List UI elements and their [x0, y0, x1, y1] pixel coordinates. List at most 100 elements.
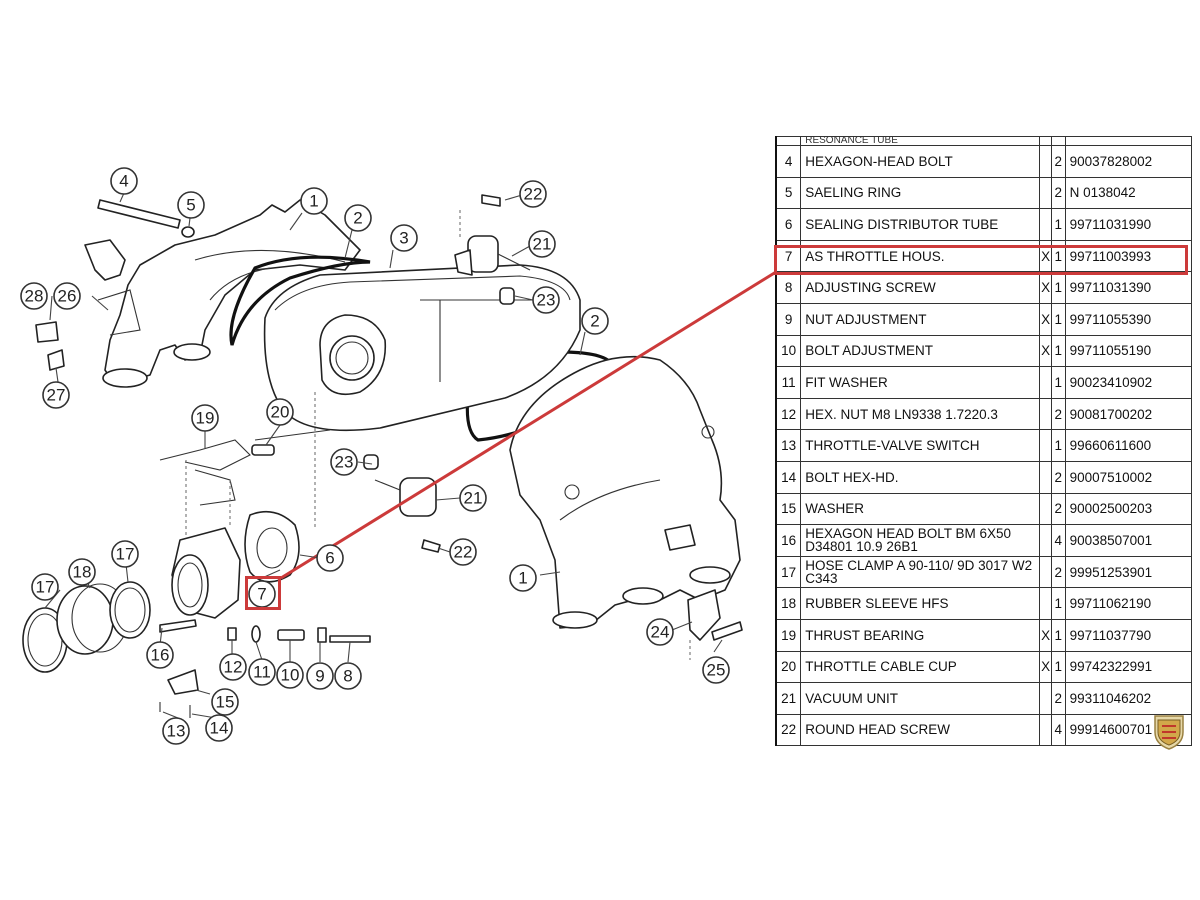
row-quantity: 4: [1050, 524, 1066, 557]
bolt-25: [711, 621, 743, 641]
callout-5: 5: [177, 191, 205, 219]
row-x-marker: [1039, 366, 1052, 399]
row-description: HEXAGON HEAD BOLT BM 6X50 D34801 10.9 26…: [800, 524, 1041, 557]
row-x-marker: [1039, 587, 1052, 620]
svg-text:27: 27: [47, 386, 66, 405]
callout-27: 27: [42, 381, 70, 409]
row-quantity: 1: [1050, 208, 1066, 241]
callout-26: 26: [53, 282, 81, 310]
svg-text:17: 17: [36, 578, 55, 597]
row-quantity: 1: [1050, 587, 1066, 620]
row-description: THROTTLE-VALVE SWITCH: [800, 429, 1041, 462]
row-part-number: 99660611600: [1064, 429, 1192, 462]
row-position: 9: [775, 302, 802, 336]
row-x-marker: [1039, 555, 1052, 589]
callout-15: 15: [211, 688, 239, 716]
callout-19: 19: [191, 404, 219, 432]
svg-text:14: 14: [210, 719, 229, 738]
row-x-marker: [1039, 713, 1052, 747]
callout-7-highlight: [245, 576, 281, 610]
gasket-left: [229, 255, 371, 346]
svg-text:2: 2: [353, 209, 362, 228]
row-description: RUBBER SLEEVE HFS: [800, 587, 1041, 620]
callout-17-left: 17: [31, 573, 59, 601]
row-quantity: 2: [1050, 555, 1066, 589]
callout-11: 11: [248, 658, 276, 686]
callout-9: 9: [306, 662, 334, 690]
pointer-line: [280, 270, 777, 580]
row-quantity: 1: [1050, 650, 1066, 684]
row-position: 20: [775, 650, 802, 684]
svg-text:22: 22: [524, 185, 543, 204]
svg-text:2: 2: [590, 312, 599, 331]
row-position: 15: [775, 492, 802, 526]
row-description: WASHER: [800, 492, 1041, 526]
row-part-number: 99711062190: [1064, 587, 1192, 620]
shield-logo-icon: [1154, 715, 1184, 750]
svg-text:21: 21: [533, 235, 552, 254]
callout-25: 25: [702, 656, 730, 684]
row-part-number: 99711031390: [1064, 271, 1192, 304]
row-x-marker: [1039, 145, 1052, 178]
bolt-4: [97, 199, 181, 229]
svg-text:10: 10: [281, 666, 300, 685]
row-quantity: 1: [1050, 618, 1066, 652]
clamp-28: [35, 321, 59, 343]
svg-text:19: 19: [196, 409, 215, 428]
row-x-marker: [1039, 524, 1052, 557]
partial-row-desc: RESONANCE TUBE: [800, 136, 1041, 146]
svg-text:9: 9: [315, 667, 324, 686]
bracket: [687, 589, 721, 641]
svg-text:1: 1: [309, 192, 318, 211]
row-part-number: 90023410902: [1064, 366, 1192, 399]
svg-text:11: 11: [253, 663, 271, 682]
left-intake-manifold: [84, 199, 361, 388]
row-position: 13: [775, 429, 802, 462]
row-position: 5: [775, 176, 802, 210]
callout-23-top: 23: [532, 286, 560, 314]
row-position: 17: [775, 555, 802, 589]
callout-24: 24: [646, 618, 674, 646]
row-part-number: 90037828002: [1064, 145, 1192, 178]
row-quantity: 1: [1050, 302, 1066, 336]
row-quantity: 1: [1050, 334, 1066, 368]
row-position: 8: [775, 271, 802, 304]
callout-6: 6: [316, 544, 344, 572]
row-quantity: 1: [1050, 366, 1066, 399]
callout-17-right: 17: [111, 540, 139, 568]
callout-3: 3: [390, 224, 418, 252]
callout-12: 12: [219, 653, 247, 681]
row-position: 6: [775, 208, 802, 241]
vacuum-unit-upper: [454, 194, 531, 305]
callout-2-right: 2: [581, 307, 609, 335]
row-x-marker: X: [1039, 618, 1052, 652]
svg-text:24: 24: [651, 623, 670, 642]
row-part-number: 99711031990: [1064, 208, 1192, 241]
callout-4: 4: [110, 167, 138, 195]
row-description: ADJUSTING SCREW: [800, 271, 1041, 304]
row-description: VACUUM UNIT: [800, 682, 1041, 715]
callout-23-mid: 23: [330, 448, 358, 476]
row-part-number: 99711055190: [1064, 334, 1192, 368]
svg-text:6: 6: [325, 549, 334, 568]
row-position: 12: [775, 397, 802, 431]
row-description: HEXAGON-HEAD BOLT: [800, 145, 1041, 178]
row-part-number: 90038507001: [1064, 524, 1192, 557]
hose-clamps-and-sleeve: [22, 581, 151, 673]
callout-16: 16: [146, 641, 174, 669]
svg-text:18: 18: [73, 563, 92, 582]
row-description: THRUST BEARING: [800, 618, 1041, 652]
row-position: 21: [775, 682, 802, 715]
row-position: 22: [775, 713, 802, 747]
callout-21-mid: 21: [459, 484, 487, 512]
row-part-number: 99951253901: [1064, 555, 1192, 589]
